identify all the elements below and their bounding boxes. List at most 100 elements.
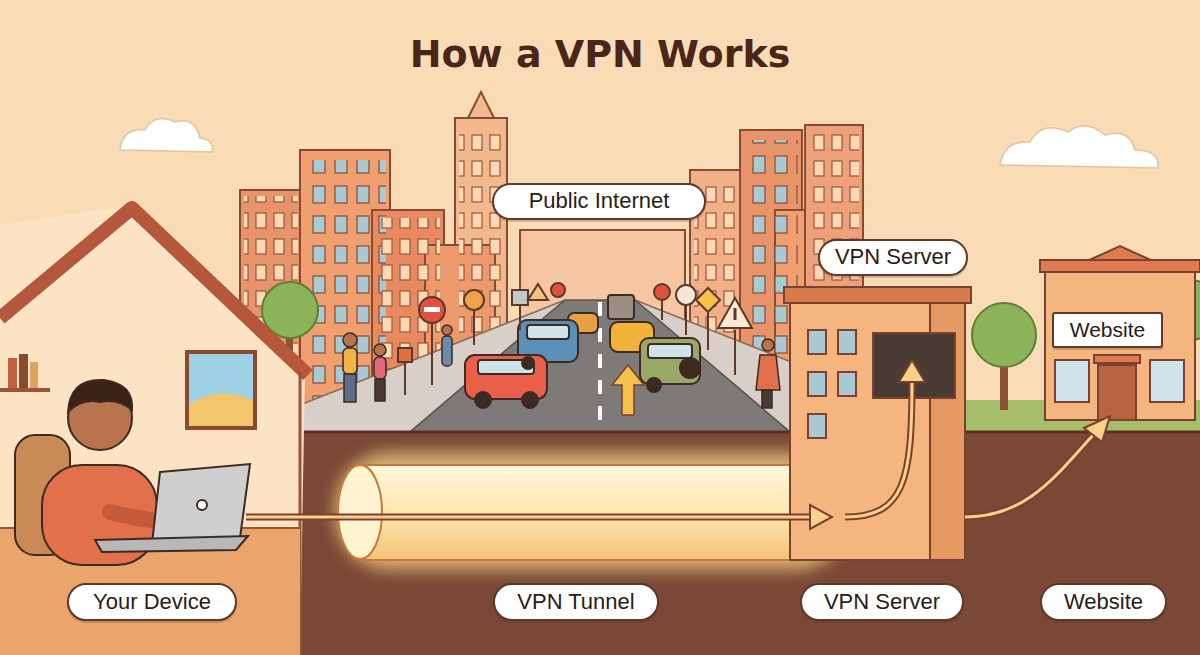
website-roof <box>1040 260 1200 272</box>
label-text: Website <box>1064 590 1143 614</box>
laptop-screen <box>152 464 250 544</box>
person-body <box>442 336 452 366</box>
pedestrians <box>343 325 780 408</box>
arrow-outline <box>845 380 912 517</box>
no-entry-bar <box>424 307 440 312</box>
person-dress <box>756 355 780 390</box>
arrow-outline <box>965 432 1096 517</box>
truck <box>608 295 634 319</box>
window <box>808 330 826 354</box>
car-window <box>648 344 692 358</box>
car <box>640 338 700 384</box>
round-sign <box>654 284 670 300</box>
book <box>19 354 28 388</box>
arrow-head <box>1084 416 1110 442</box>
server-wall <box>790 300 965 560</box>
cars <box>465 295 700 408</box>
window <box>808 372 826 396</box>
internet-label: Public Internet <box>492 183 706 220</box>
person-legs <box>344 374 356 402</box>
website-building <box>1040 246 1200 420</box>
website-label: Website <box>1040 583 1167 621</box>
sign-pole <box>431 318 433 385</box>
sign-pole <box>473 308 475 345</box>
wheel <box>647 378 661 392</box>
traffic-signs <box>398 283 752 395</box>
cloud <box>120 118 213 152</box>
person-head <box>343 333 357 347</box>
label-text: VPN Server <box>824 590 940 614</box>
arrow-line <box>246 516 815 519</box>
car-window <box>527 325 569 339</box>
diagram-title: How a VPN Works <box>0 32 1200 76</box>
tunnel-label: VPN Tunnel <box>493 583 659 621</box>
vpn-server-building <box>784 287 971 560</box>
cloud <box>1000 126 1158 168</box>
sign-pole <box>519 305 521 330</box>
hair <box>68 380 132 412</box>
server-label: VPN Server <box>818 239 968 276</box>
wheel <box>475 392 491 408</box>
round-sign <box>551 283 565 297</box>
wheel <box>522 392 538 408</box>
window <box>838 330 856 354</box>
turn-sign <box>676 285 696 305</box>
label-text: Public Internet <box>529 189 670 213</box>
label-text: VPN Tunnel <box>517 590 634 614</box>
tree-crown <box>262 282 318 338</box>
mailbox <box>398 348 412 362</box>
label-text: Your Device <box>93 590 211 614</box>
person-head <box>442 325 452 335</box>
sign-pole <box>685 303 687 335</box>
tower-spire <box>468 92 494 118</box>
laptop-logo <box>197 500 207 510</box>
underground <box>300 432 1200 655</box>
person-head <box>374 344 386 356</box>
awning <box>1094 355 1140 363</box>
square-sign <box>512 290 528 305</box>
house-window <box>187 352 255 428</box>
triangle-sign <box>528 284 548 300</box>
arrow-line <box>965 432 1096 517</box>
server-roof <box>784 287 971 303</box>
shelf <box>0 388 50 392</box>
tunnel-opening <box>338 465 382 559</box>
person-legs <box>375 379 385 401</box>
label-text: Website <box>1070 318 1145 341</box>
warning-sign <box>718 298 752 328</box>
no-entry-sign <box>419 297 445 323</box>
window <box>808 414 826 438</box>
person-at-laptop <box>15 380 250 565</box>
laptop-base <box>95 536 248 552</box>
book <box>30 362 38 388</box>
spare-wheel <box>680 358 700 378</box>
arrow-head <box>810 505 832 529</box>
arrow-line <box>845 380 912 517</box>
website-sign: Website <box>1052 312 1163 348</box>
shop-window <box>1055 360 1089 402</box>
tunnel-glow <box>335 452 850 570</box>
ground-line <box>300 431 1200 434</box>
door <box>1098 365 1136 420</box>
turn-sign <box>464 290 484 310</box>
wheel <box>522 357 534 369</box>
vpn-tunnel <box>360 465 830 560</box>
diamond-sign <box>696 288 720 312</box>
server-label: VPN Server <box>800 583 964 621</box>
website-wall <box>1045 268 1195 420</box>
windows <box>306 160 386 410</box>
arrow-outline <box>246 514 815 521</box>
person-body <box>343 348 357 374</box>
window <box>838 372 856 396</box>
window-hill <box>189 394 253 426</box>
cloud <box>120 118 1158 168</box>
label-text: VPN Server <box>835 245 951 269</box>
post <box>404 360 406 395</box>
book <box>8 358 17 388</box>
sign-pole <box>661 298 663 320</box>
warning-mark <box>734 308 737 320</box>
